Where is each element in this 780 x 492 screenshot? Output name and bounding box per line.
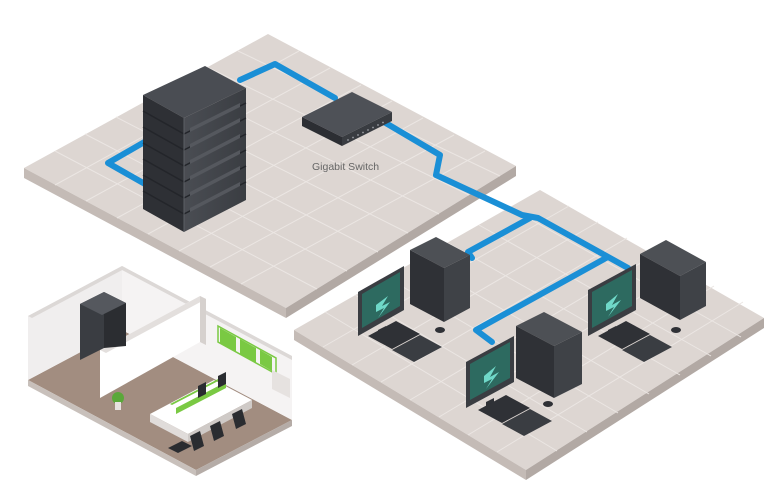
mouse-2 — [671, 327, 681, 333]
mouse-3 — [543, 401, 553, 407]
office-server-racks — [80, 292, 126, 360]
drawing-tablet-2 — [622, 335, 672, 362]
cable-branch-ws3 — [473, 255, 609, 345]
workstation-tower-1 — [410, 237, 470, 322]
cable-rack-to-switch — [237, 61, 338, 101]
keyboard-3 — [478, 395, 530, 423]
cable-branch-ws1 — [465, 215, 533, 261]
office-room-icon — [28, 266, 292, 476]
drawing-tablet-3 — [502, 409, 552, 436]
switch-label: Gigabit Switch — [312, 161, 379, 173]
app-logo-icon — [376, 296, 390, 318]
server-rack-icon[interactable] — [142, 66, 247, 232]
keyboard-1 — [368, 321, 420, 349]
drawing-tablet-1 — [392, 335, 442, 362]
app-logo-icon — [606, 294, 621, 317]
network-switch-icon[interactable] — [302, 0, 392, 146]
office-window-panels — [220, 328, 272, 371]
mouse-1 — [435, 327, 445, 333]
office-plant — [112, 392, 124, 410]
workstation-1[interactable] — [358, 237, 470, 362]
workstation-tower-2 — [640, 240, 706, 320]
workstation-3[interactable] — [466, 312, 582, 436]
office-chairs — [190, 372, 246, 451]
network-cables — [105, 61, 631, 345]
workstation-tower-3 — [516, 312, 582, 398]
workstation-2[interactable] — [588, 240, 706, 362]
office-printer — [168, 441, 192, 453]
keyboard-2 — [598, 321, 650, 349]
cable-switch-to-floor — [381, 119, 631, 271]
app-logo-icon — [484, 366, 499, 389]
